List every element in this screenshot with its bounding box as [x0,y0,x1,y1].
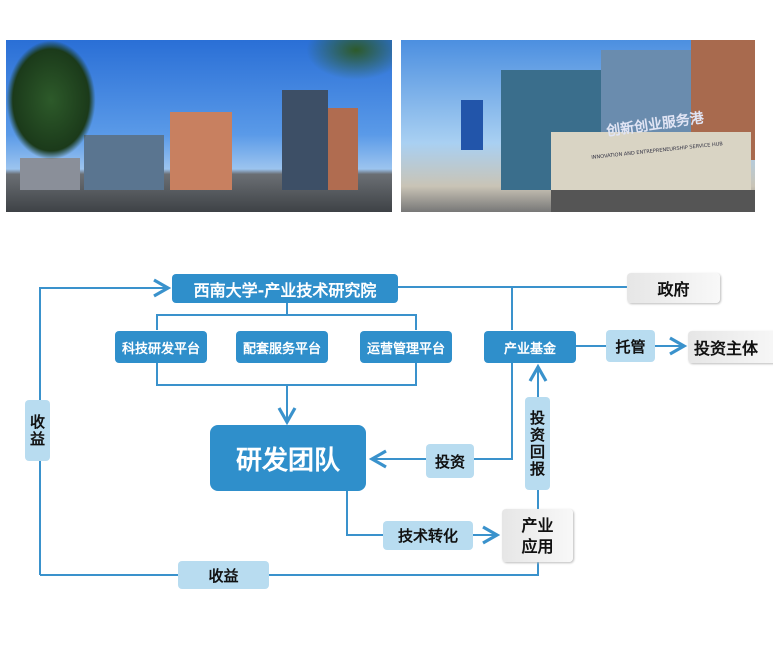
custody-label: 托管 [606,330,655,362]
investor-node: 投资主体 [688,331,773,363]
investment-label: 投资 [426,444,474,478]
revenue-bottom-label: 收益 [178,561,269,589]
campus-photo-left [6,40,392,212]
platform-rd: 科技研发平台 [115,331,207,363]
campus-photo-right: 创新创业服务港 INNOVATION AND ENTREPRENEURSHIP … [401,40,755,212]
platform-support: 配套服务平台 [236,331,328,363]
tech-transfer-label: 技术转化 [383,521,473,550]
industry-fund-node: 产业基金 [484,331,576,363]
investment-return-label: 投资回报 [525,397,550,490]
platform-operations: 运营管理平台 [360,331,452,363]
institute-node: 西南大学-产业技术研究院 [172,274,398,303]
industry-application-node: 产业应用 [502,509,573,562]
revenue-left-label: 收益 [25,400,50,461]
rd-team-node: 研发团队 [210,425,366,491]
government-node: 政府 [627,273,720,303]
